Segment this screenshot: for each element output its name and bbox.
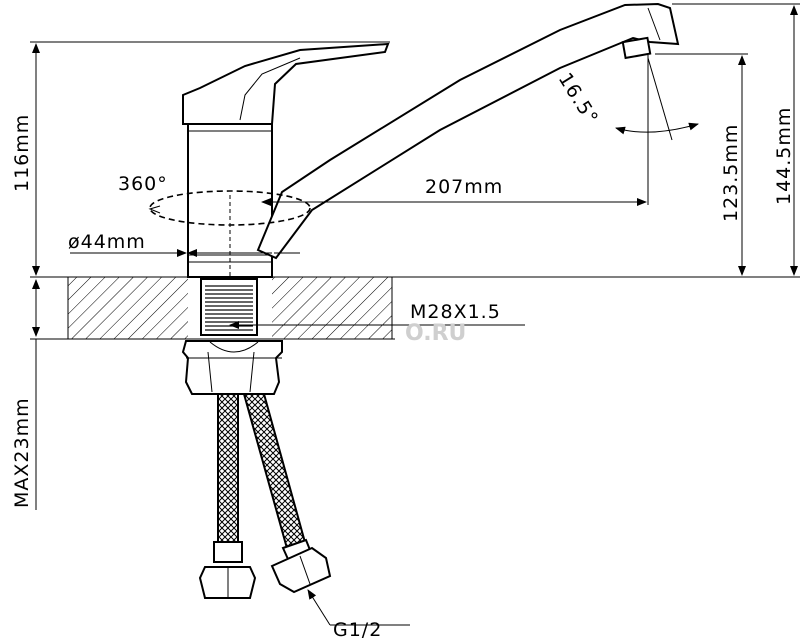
diameter-label: ø44mm bbox=[68, 231, 146, 253]
dimension-labels: 360° ø44mm 207mm 16.5° 144.5mm 123.5mm 1… bbox=[11, 69, 795, 641]
outlet-height-label: 123.5mm bbox=[720, 124, 742, 222]
dimension-lines bbox=[30, 3, 800, 626]
hose-angled bbox=[242, 393, 308, 554]
mounting-assembly bbox=[181, 278, 332, 599]
total-height-label: 144.5mm bbox=[773, 107, 795, 205]
countertop-section bbox=[30, 276, 800, 340]
hose-straight bbox=[217, 393, 239, 543]
faucet-body bbox=[148, 2, 680, 278]
angle-label: 16.5° bbox=[554, 69, 603, 129]
hose-connection-label: G1/2 bbox=[333, 619, 382, 641]
mounting-nut bbox=[181, 340, 283, 395]
counter-thickness-label: MAX23mm bbox=[11, 397, 33, 508]
handle-height-label: 116mm bbox=[11, 114, 33, 192]
watermark-text: O.RU bbox=[405, 321, 466, 346]
aerator bbox=[621, 36, 652, 60]
thread-label: M28X1.5 bbox=[410, 301, 501, 323]
spout bbox=[256, 2, 680, 260]
rotation-label: 360° bbox=[118, 173, 168, 195]
lever-handle bbox=[182, 42, 390, 125]
hose-nut-right bbox=[270, 546, 332, 594]
reach-label: 207mm bbox=[425, 176, 503, 198]
